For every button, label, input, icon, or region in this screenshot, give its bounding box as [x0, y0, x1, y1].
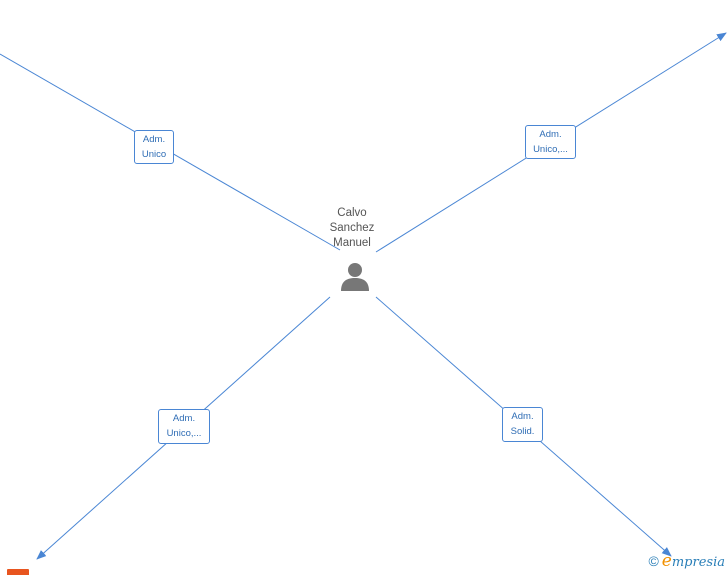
edge-label-line: Solid. — [510, 426, 535, 437]
edge-label-bottom-left[interactable]: Adm. Unico,... — [158, 409, 210, 444]
copyright-symbol: © — [648, 553, 659, 569]
person-icon[interactable] — [339, 261, 371, 293]
edge-label-line: Unico,... — [166, 428, 202, 439]
edge-label-line: Adm. — [511, 411, 534, 422]
edge-label-line: Unico,... — [533, 144, 568, 155]
edge-label-line: Adm. — [539, 129, 562, 140]
edge-label-line: Adm. — [142, 134, 166, 145]
brand-name: empresia — [661, 551, 725, 571]
edge-label-line: Unico — [141, 149, 167, 160]
empresia-logo: © empresia — [648, 551, 725, 571]
edge-label-top-left[interactable]: Adm. Unico — [134, 130, 174, 164]
edge-label-line: Adm. — [172, 413, 196, 424]
person-name-line: Calvo — [337, 207, 367, 219]
node-icon-partial[interactable] — [7, 569, 29, 575]
edge-label-bottom-right[interactable]: Adm. Solid. — [502, 407, 543, 442]
edge-label-top-right[interactable]: Adm. Unico,... — [525, 125, 576, 159]
person-name[interactable]: Calvo Sanchez Manuel — [312, 206, 392, 251]
person-name-line: Sanchez — [329, 222, 375, 234]
person-name-line: Manuel — [333, 237, 371, 249]
